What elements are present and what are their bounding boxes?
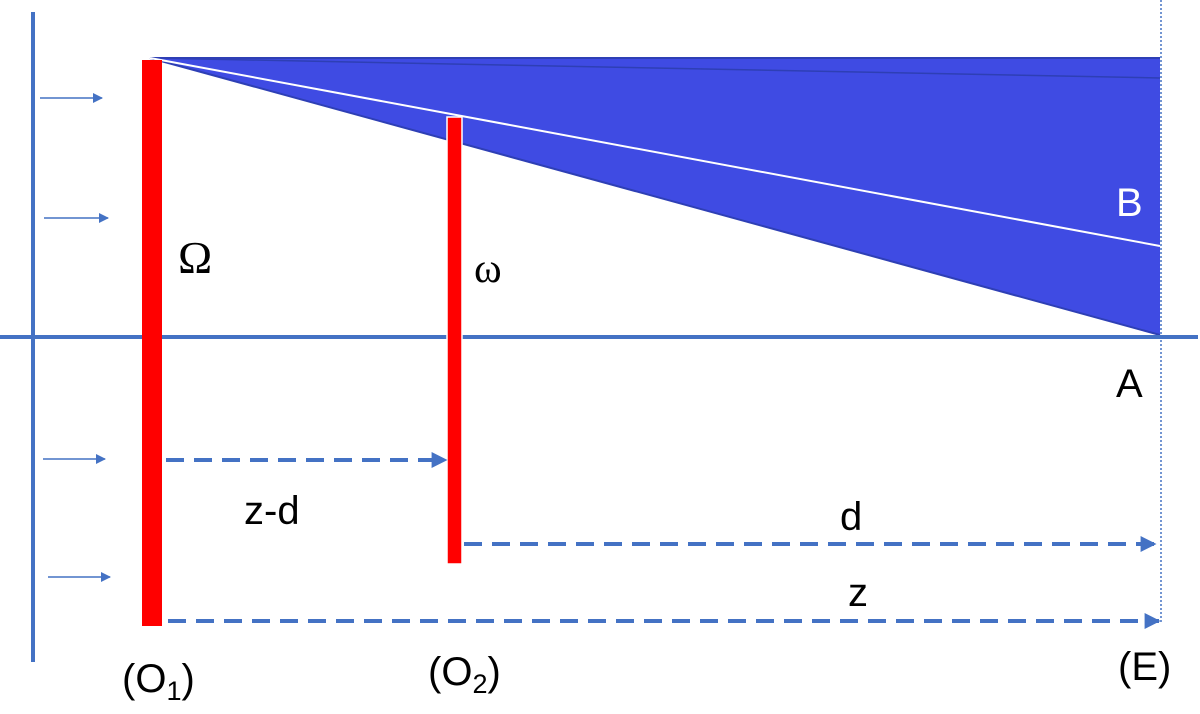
label-plane-o1-main: (O	[122, 657, 166, 701]
label-plane-o2-sub: 2	[472, 669, 487, 699]
white-ray	[149, 57, 1161, 247]
label-plane-o1: (O1)	[122, 657, 195, 706]
label-omega-upper: Ω	[178, 232, 212, 283]
shadow-lower-edge	[149, 57, 1161, 336]
label-omega-lower: ω	[474, 246, 502, 292]
label-plane-o2: (O2)	[428, 650, 501, 699]
label-plane-e: (E)	[1118, 645, 1171, 689]
screen-o2	[446, 116, 463, 565]
label-plane-o1-sub: 1	[166, 676, 181, 706]
label-point-b: B	[1116, 181, 1143, 225]
label-z-minus-d: z-d	[244, 489, 300, 533]
screen-o1	[142, 60, 162, 626]
label-point-a: A	[1116, 362, 1143, 406]
label-plane-o2-main: (O	[428, 650, 472, 694]
shadow-inner-ray	[149, 57, 1161, 79]
label-plane-o1-close: )	[181, 657, 194, 701]
label-plane-o2-close: )	[487, 650, 500, 694]
label-z: z	[848, 571, 868, 615]
label-d: d	[840, 495, 862, 539]
